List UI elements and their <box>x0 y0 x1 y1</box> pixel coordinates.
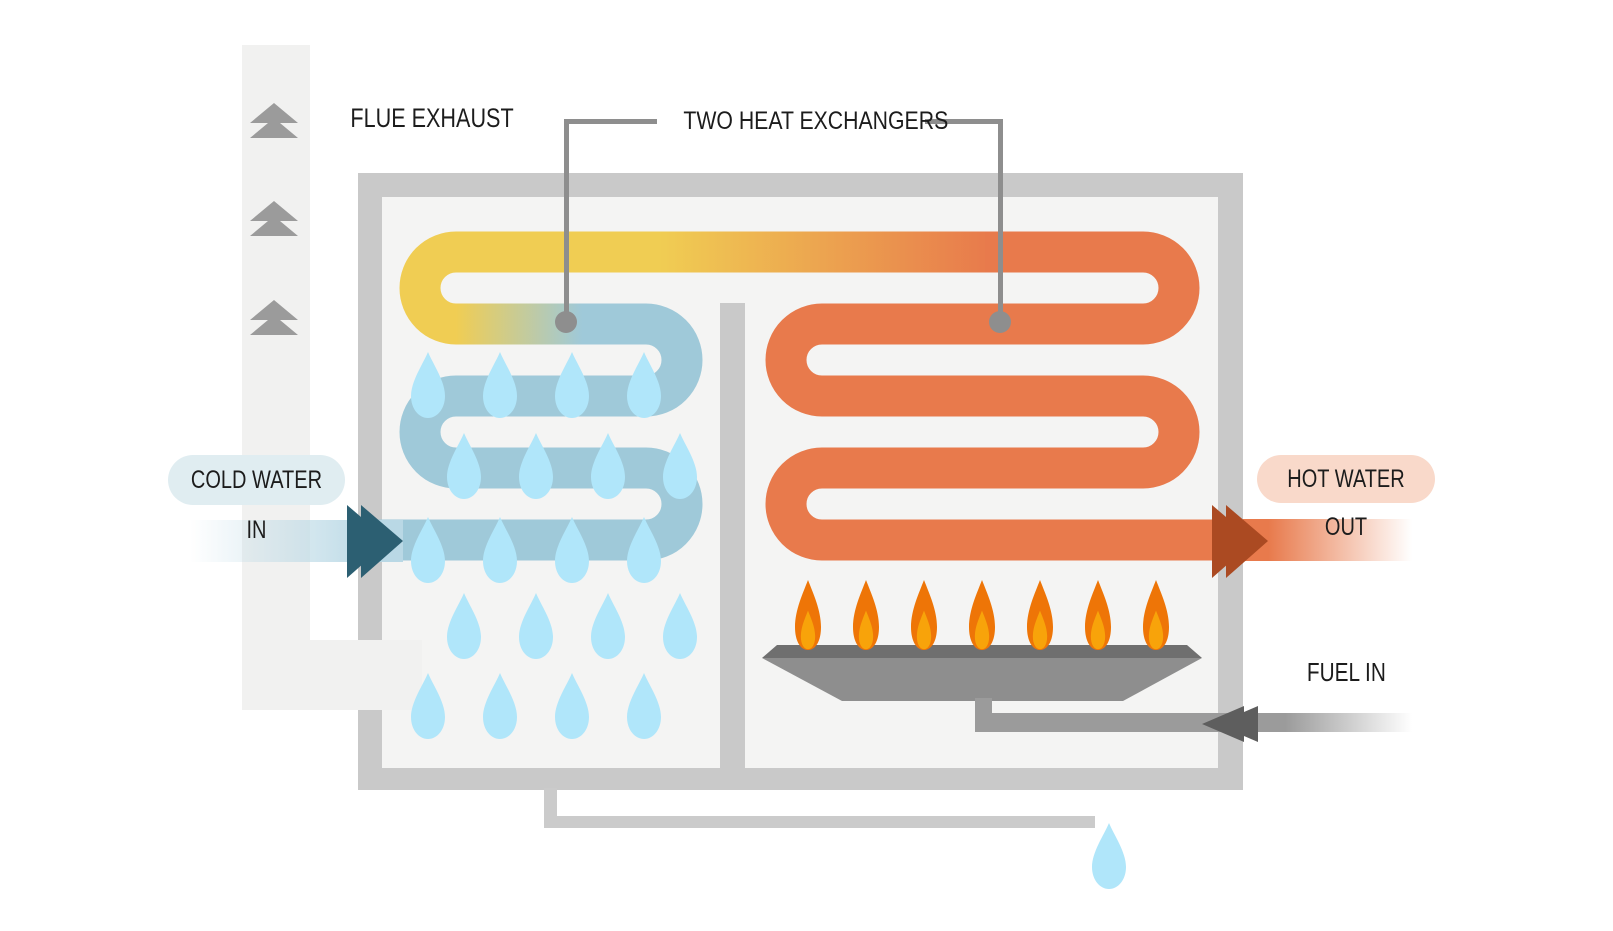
fuel-arrow-icon <box>1202 706 1258 742</box>
connector-dot <box>989 311 1011 333</box>
flue-arrow-icon <box>250 103 298 138</box>
flame-icon <box>1027 580 1053 650</box>
two-heat-exchangers-label: TWO HEAT EXCHANGERS <box>660 107 948 136</box>
label-connectors <box>555 119 1011 333</box>
flame-icon <box>795 580 821 650</box>
fuel-in-text: FUEL IN <box>1306 657 1386 687</box>
flame-icon <box>969 580 995 650</box>
cold-water-arrow-icon <box>347 505 403 578</box>
connector-dot <box>555 311 577 333</box>
heat-exchanger-coils <box>370 231 1235 561</box>
burner-flames <box>795 580 1169 650</box>
flame-icon <box>853 580 879 650</box>
flame-icon <box>1085 580 1111 650</box>
cold-water-in-text: COLD WATER IN <box>190 466 323 544</box>
condensate-drain <box>544 788 1095 828</box>
burner-body <box>762 658 1202 701</box>
flame-icon <box>1143 580 1169 650</box>
fuel-pipe-inside <box>975 713 1243 732</box>
fuel-in-label: FUEL IN <box>1271 657 1421 688</box>
cold-water-in-badge: COLD WATER IN <box>168 455 345 544</box>
secondary-coil-blue <box>370 303 703 561</box>
primary-coil-orange <box>765 231 1235 561</box>
flue-exhaust-text: FLUE EXHAUST <box>350 103 514 133</box>
burner-bar <box>762 645 1202 658</box>
flue-exhaust-arrows <box>250 103 298 335</box>
condensate-drop-icon <box>1092 823 1126 889</box>
fuel-pipe-external <box>1243 713 1412 732</box>
flue-duct <box>242 640 422 710</box>
flame-icon <box>911 580 937 650</box>
drain-pipe <box>544 816 1095 828</box>
flue-arrow-icon <box>250 300 298 335</box>
chamber-divider <box>720 303 745 768</box>
two-heat-exchangers-text: TWO HEAT EXCHANGERS <box>683 107 949 135</box>
hot-water-out-text: HOT WATER OUT <box>1287 465 1405 541</box>
coil-yellow-turn <box>399 231 700 345</box>
hot-water-out-badge: HOT WATER OUT <box>1257 455 1435 541</box>
hot-water-arrow-icon <box>1212 505 1268 578</box>
flue-chimney <box>242 45 310 710</box>
burner <box>762 645 1243 732</box>
flue-arrow-icon <box>250 201 298 236</box>
hot-water-pipe-external <box>1243 519 1412 561</box>
flue-exhaust-label: FLUE EXHAUST <box>330 103 513 134</box>
